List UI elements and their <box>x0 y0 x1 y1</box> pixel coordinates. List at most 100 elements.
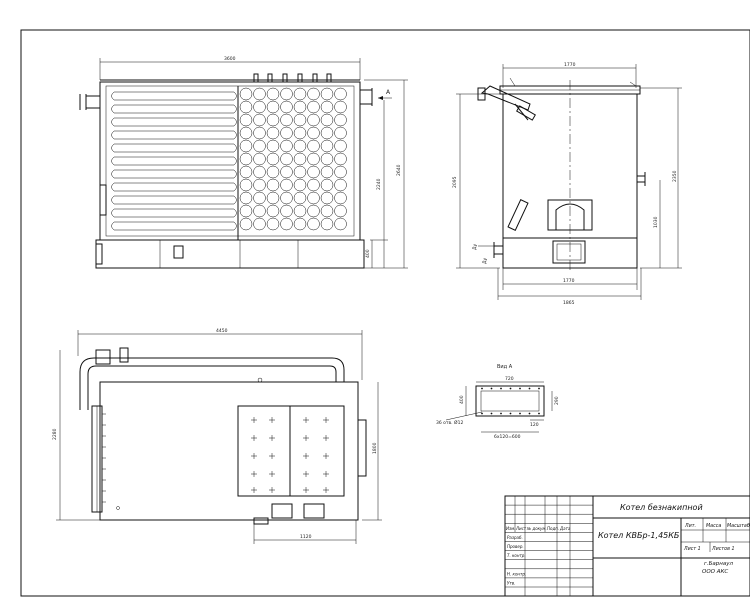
round-tube <box>266 113 280 127</box>
round-tube <box>253 204 266 218</box>
side-dim-bottom-inner: 1770 <box>563 278 575 284</box>
round-tube <box>280 152 293 166</box>
detail-hole <box>528 387 531 390</box>
bolt-cross <box>323 487 329 493</box>
round-tube <box>334 165 347 179</box>
round-tube <box>293 152 307 166</box>
detail-hole <box>519 387 521 390</box>
detail-hole <box>500 387 502 390</box>
bolt-cross <box>303 417 309 423</box>
round-tube <box>280 191 293 205</box>
round-tube <box>253 165 266 179</box>
round-tube <box>334 178 347 192</box>
horizontal-tube-bank <box>111 91 237 231</box>
plan-dim-right: 1800 <box>372 442 378 454</box>
bolt-cross <box>269 471 275 477</box>
bolt-cross <box>269 487 275 493</box>
horizontal-tube <box>111 91 237 101</box>
title-role-label: Утв. <box>507 581 515 586</box>
round-tube <box>320 87 334 101</box>
plan-view: 4450 2280 1800 1120 <box>52 328 382 544</box>
side-dim-mid-right: 1030 <box>653 216 659 228</box>
round-tube <box>253 217 266 231</box>
detail-hole <box>500 412 502 415</box>
round-tube <box>293 178 307 192</box>
round-tube <box>320 191 334 205</box>
bolt-cross <box>323 453 329 459</box>
title-row-label: Подп. <box>547 526 559 531</box>
side-dim-bottom-outer: 1865 <box>563 300 575 306</box>
horizontal-tube <box>111 156 237 166</box>
side-dim-height-right: 2350 <box>672 170 678 182</box>
round-tube <box>293 113 307 127</box>
detail-hole <box>490 387 493 390</box>
round-tube <box>253 100 266 114</box>
front-dim-width: 3600 <box>224 56 236 62</box>
round-tube <box>280 217 293 231</box>
title-row-label: Дата <box>559 526 571 531</box>
title-col-scale: Масштаб <box>727 523 750 529</box>
detail-hole <box>538 412 540 415</box>
horizontal-tube <box>111 143 237 153</box>
bolt-cross <box>323 471 329 477</box>
round-tube <box>320 100 334 114</box>
round-tube <box>239 204 253 218</box>
detail-view-a: Вид А 720 400 290 120 36 отв. Ø12 6х120=… <box>436 364 560 440</box>
bolt-cross <box>251 417 257 423</box>
round-tube <box>266 191 280 205</box>
round-tube <box>320 126 334 140</box>
round-tube <box>239 126 253 140</box>
round-tube <box>239 100 253 114</box>
round-tube <box>307 178 320 192</box>
title-sheet: Лист 1 <box>683 546 701 552</box>
round-tube <box>266 152 280 166</box>
side-dim-height-left: 2095 <box>452 176 458 188</box>
round-tube <box>266 100 280 114</box>
front-dim-base: 400 <box>365 249 371 258</box>
round-tube-grid <box>239 87 347 231</box>
title-drawing-name: Котел КВБр-1,45КБ <box>598 531 680 540</box>
round-tube <box>307 217 320 231</box>
round-tube <box>293 139 307 153</box>
horizontal-tube <box>111 117 237 127</box>
round-tube <box>239 87 253 101</box>
round-tube <box>320 178 334 192</box>
front-arrow-label: А <box>386 89 391 96</box>
detail-hole <box>481 412 483 415</box>
round-tube <box>334 152 347 166</box>
horizontal-tube <box>111 208 237 218</box>
horizontal-tube <box>111 221 237 231</box>
round-tube <box>293 87 307 101</box>
bolt-cross <box>269 453 275 459</box>
round-tube <box>320 152 334 166</box>
bolt-cross <box>251 435 257 441</box>
round-tube <box>253 113 266 127</box>
side-dim-top: 1770 <box>564 62 576 68</box>
side-view: 1770 1770 1865 <box>452 62 682 306</box>
title-city: г.Барнаул <box>704 561 733 567</box>
detail-dim-right: 290 <box>554 396 560 405</box>
horizontal-tube <box>111 195 237 205</box>
round-tube <box>307 152 320 166</box>
detail-bottom-note: 6х120=600 <box>494 434 521 440</box>
detail-title: Вид А <box>497 364 513 370</box>
detail-holes <box>481 387 540 415</box>
round-tube <box>280 126 293 140</box>
side-dim-low-left: Ду <box>472 243 478 250</box>
detail-hole-note: 36 отв. Ø12 <box>436 419 463 426</box>
bolt-crosses <box>251 417 329 493</box>
front-view: 3600 <box>79 56 408 269</box>
title-company: ООО АКС <box>702 569 728 575</box>
title-sheets: Листов 1 <box>711 546 735 552</box>
round-tube <box>293 100 307 114</box>
round-tube <box>266 204 280 218</box>
round-tube <box>334 87 347 101</box>
title-role-label: Н. контр. <box>507 571 526 576</box>
front-dim-height-inner: 2240 <box>376 178 382 190</box>
title-col-lit: Лит. <box>684 523 696 529</box>
round-tube <box>334 204 347 218</box>
bolt-cross <box>303 453 309 459</box>
round-tube <box>239 165 253 179</box>
round-tube <box>280 204 293 218</box>
